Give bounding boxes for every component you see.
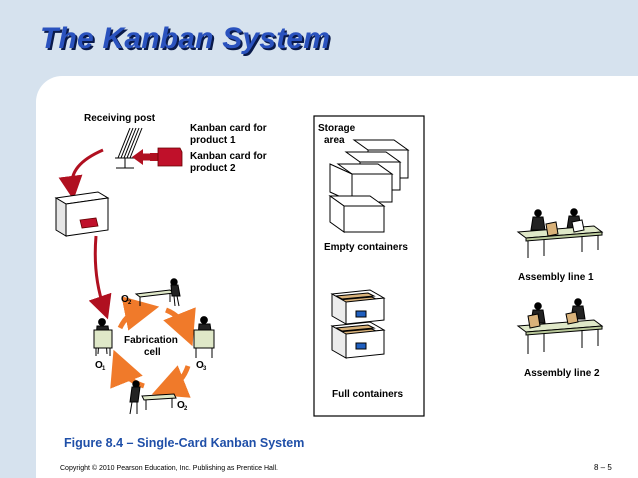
storage-label-line1: Storage: [318, 123, 356, 134]
assembly-line-2-label: Assembly line 2: [524, 368, 600, 379]
operation-o2-top-main: O: [121, 294, 129, 305]
worker-o1: [93, 318, 113, 356]
operation-o3-main: O: [196, 360, 204, 371]
fabrication-cycle-arrows: [110, 296, 196, 398]
bin-to-fabrication-arrow: [88, 235, 112, 320]
figure-caption: Figure 8.4 – Single-Card Kanban System: [64, 436, 305, 450]
full-containers-label: Full containers: [332, 389, 404, 400]
kanban-card-1-label-line2: product 1: [190, 135, 236, 146]
worker-o2-bottom: [129, 380, 177, 415]
empty-containers-stack: [328, 139, 410, 233]
operation-o1-main: O: [95, 360, 103, 371]
page-number: 8 – 5: [594, 463, 612, 472]
operation-o1-sub: 1: [102, 366, 106, 372]
full-containers-stack: [330, 289, 386, 359]
card-to-post-arrow: [132, 149, 158, 165]
empty-containers-label: Empty containers: [324, 242, 408, 253]
kanban-card-icon: [157, 147, 183, 167]
operation-o2-bottom-main: O: [177, 400, 185, 411]
operation-o2-top-sub: 2: [128, 300, 132, 306]
bin-with-card: [54, 191, 110, 237]
operation-o3-sub: 3: [203, 366, 207, 372]
post-to-bin-arrow: [58, 148, 104, 200]
receiving-post-label: Receiving post: [84, 113, 156, 124]
receiving-post-rack: [115, 127, 143, 169]
storage-label-line2: area: [324, 135, 345, 146]
copyright-notice: Copyright © 2010 Pearson Education, Inc.…: [60, 465, 279, 472]
assembly-line-2: [516, 298, 604, 354]
kanban-card-2-label-line2: product 2: [190, 163, 236, 174]
fabrication-label-line2: cell: [144, 347, 161, 358]
fabrication-label-line1: Fabrication: [124, 335, 178, 346]
operation-o2-bottom-sub: 2: [184, 406, 188, 412]
assembly-line-1-label: Assembly line 1: [518, 272, 594, 283]
kanban-card-2-label-line1: Kanban card for: [190, 151, 267, 162]
slide-title: The Kanban System: [40, 22, 331, 55]
kanban-card-1-label-line1: Kanban card for: [190, 123, 267, 134]
assembly-line-1: [516, 208, 604, 258]
worker-o3: [193, 316, 215, 358]
storage-area-frame: [313, 115, 425, 417]
worker-o2-top: [134, 278, 181, 307]
